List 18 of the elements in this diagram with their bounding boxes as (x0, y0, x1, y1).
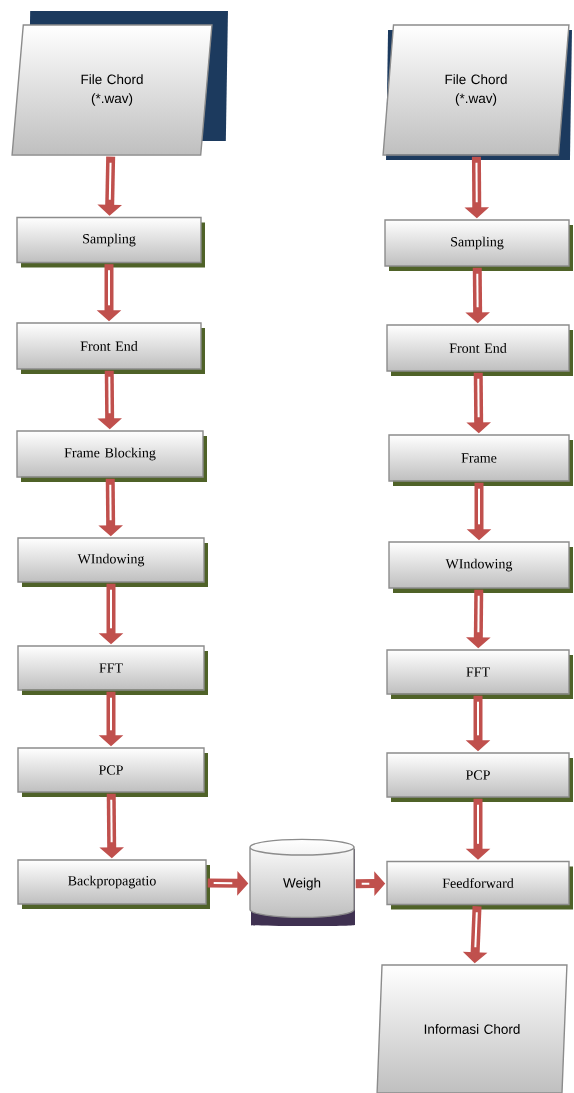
process-box: Frame Blocking (16, 430, 207, 482)
process-box: Front End (16, 322, 205, 374)
data-parallelogram: Informasi Chord (376, 964, 568, 1093)
process-box: Sampling (384, 219, 573, 271)
process-box: WIndowing (388, 541, 573, 593)
storage-cylinder: Weigh (249, 838, 355, 927)
data-parallelogram: File Chord (*.wav) (382, 24, 572, 160)
process-box: FFT (17, 645, 208, 695)
process-box: WIndowing (17, 537, 208, 587)
process-box: PCP (386, 752, 573, 802)
process-box: Sampling (16, 216, 205, 268)
process-box: Feedforward (386, 860, 573, 910)
process-box: FFT (386, 649, 573, 699)
process-box: Backpropagatio (17, 859, 210, 909)
process-box: PCP (17, 747, 208, 797)
process-box: Front End (386, 324, 573, 376)
data-parallelogram: File Chord (*.wav) (11, 11, 228, 156)
process-box: Frame (388, 434, 573, 486)
